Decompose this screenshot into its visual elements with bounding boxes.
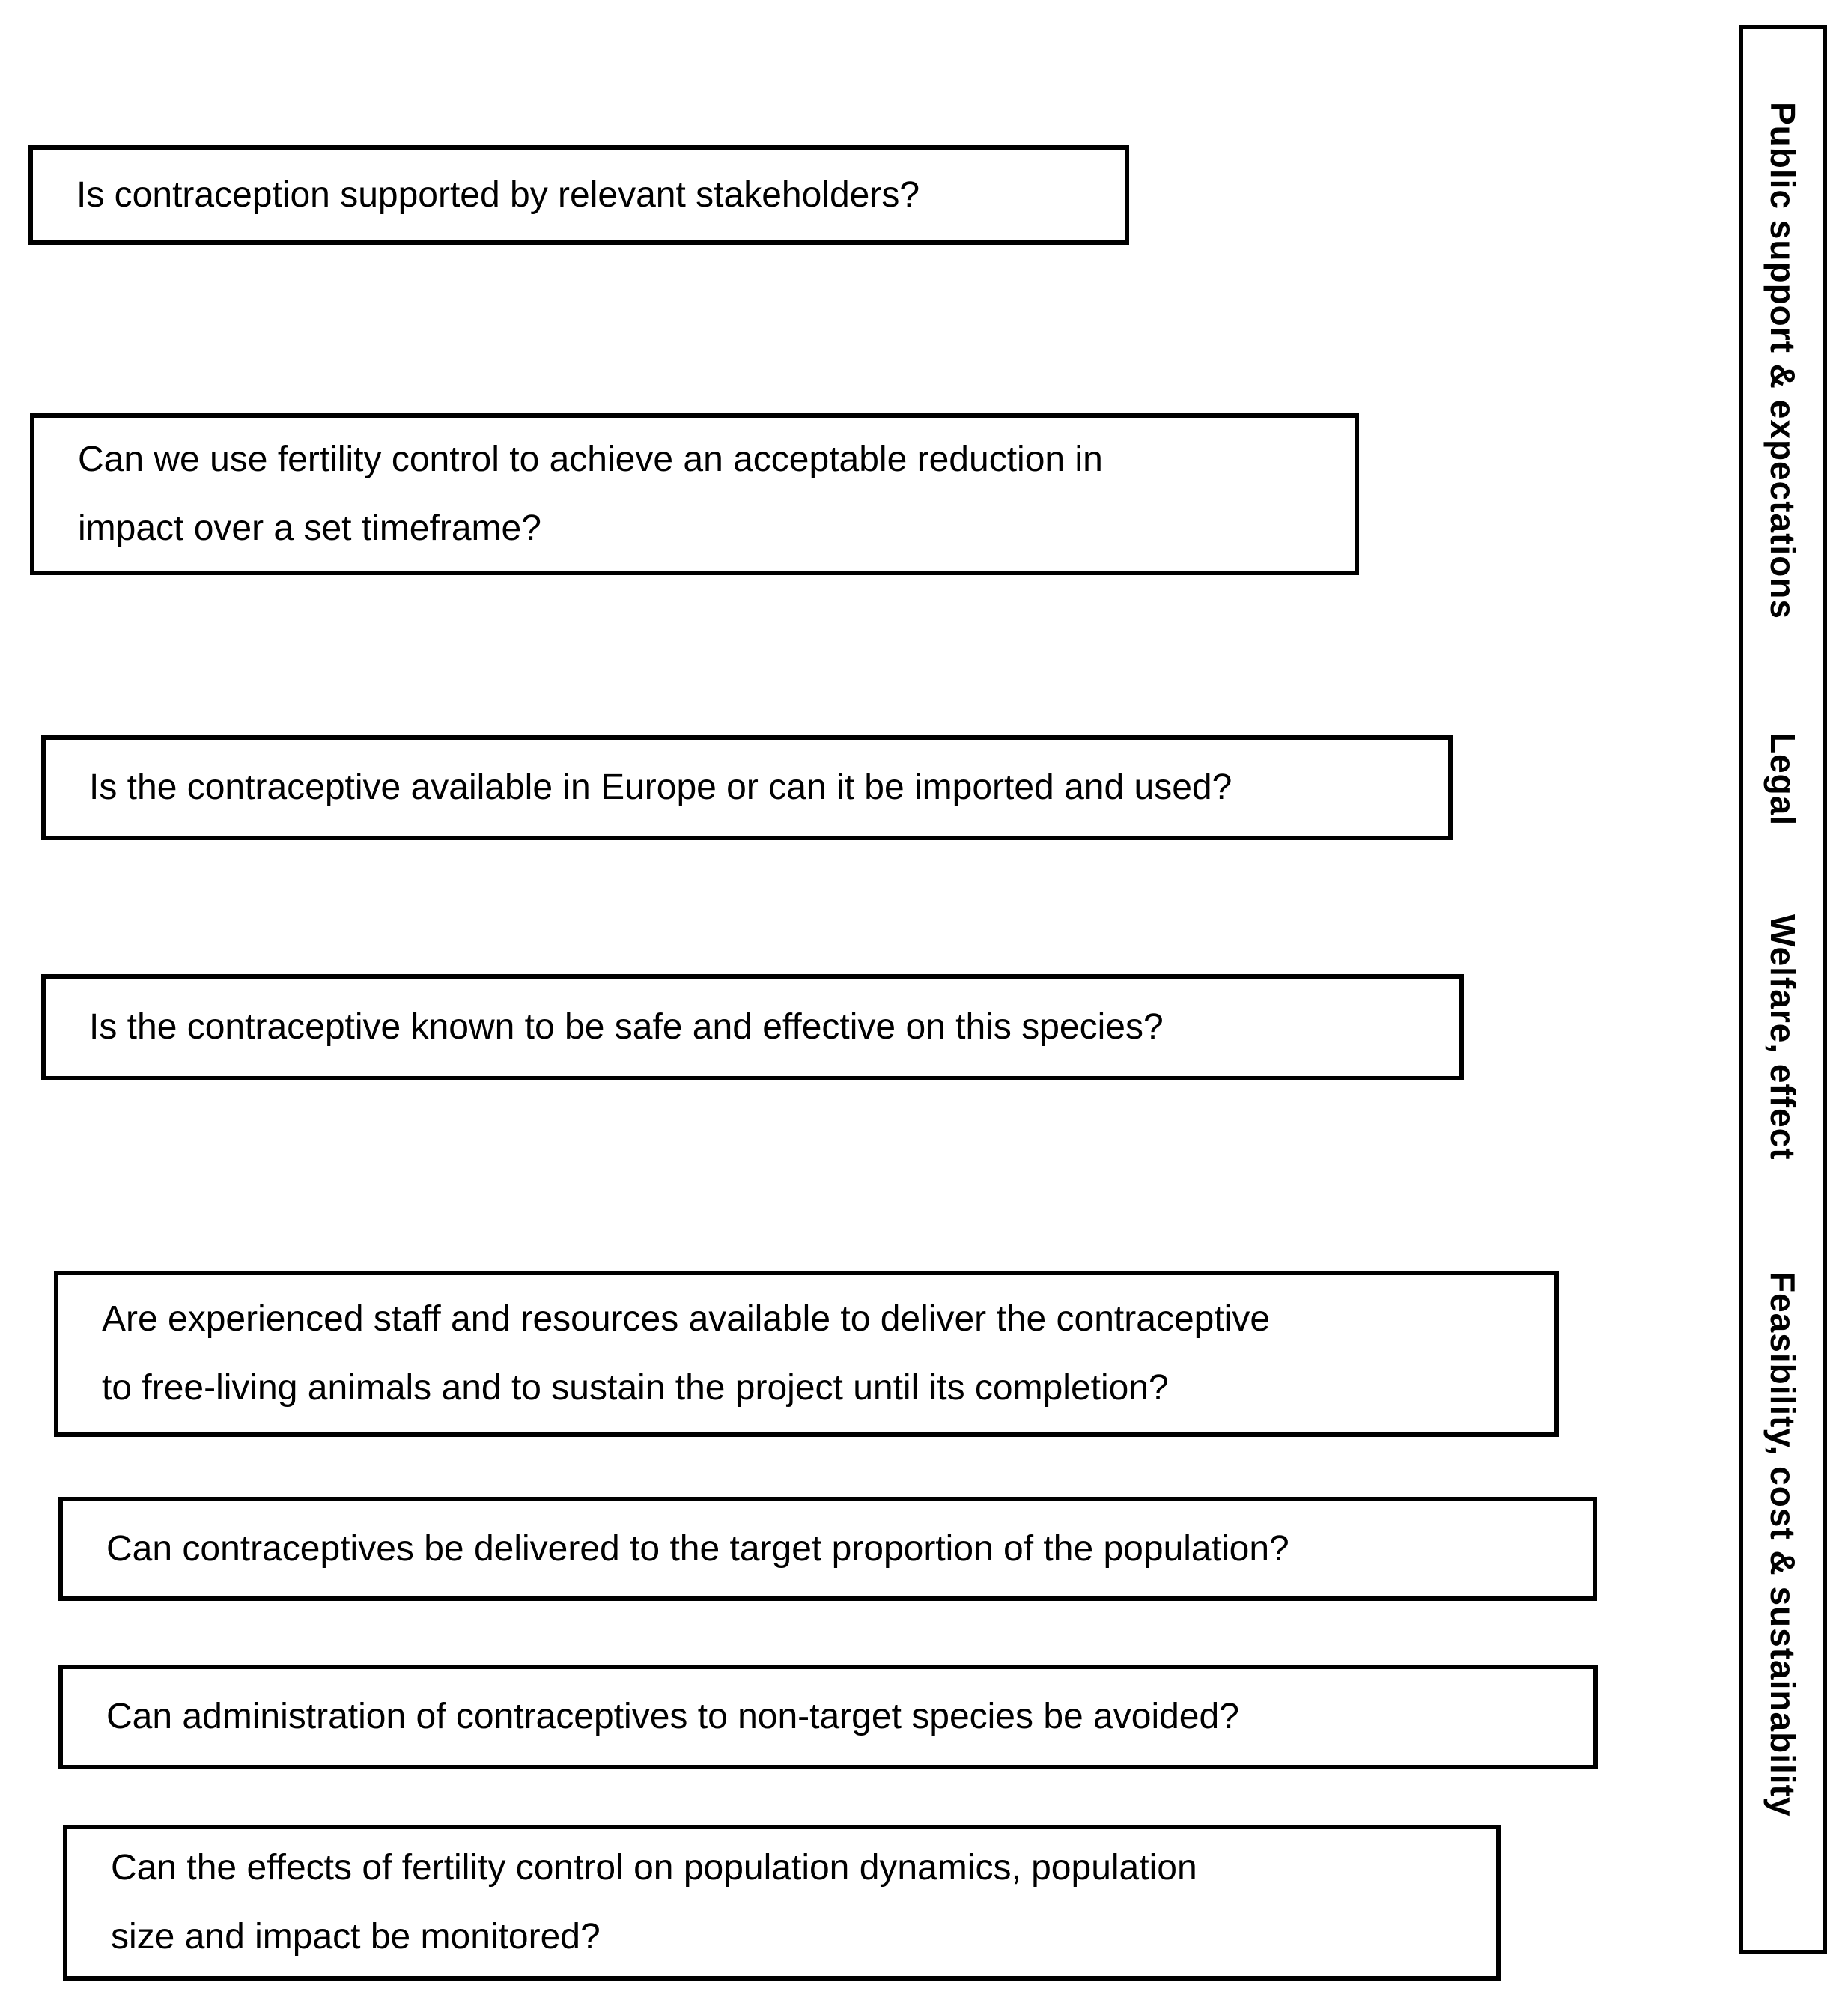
question-text: Can contraceptives be delivered to the t… xyxy=(106,1528,1289,1569)
category-label-feasibility: Feasibility, cost & sustainability xyxy=(1763,1271,1802,1817)
question-text: Is contraception supported by relevant s… xyxy=(76,174,920,215)
category-label-welfare-effect: Welfare, effect xyxy=(1763,914,1802,1161)
category-label-legal: Legal xyxy=(1763,732,1802,827)
question-box-staff-resources: Are experienced staff and resources avai… xyxy=(54,1271,1559,1437)
question-text-line-1: Can the effects of fertility control on … xyxy=(111,1848,1197,1888)
category-sidebar: Public support & expectations Legal Welf… xyxy=(1739,25,1827,1954)
question-text: Can administration of contraceptives to … xyxy=(106,1697,1239,1736)
question-text-line-2: size and impact be monitored? xyxy=(111,1917,601,1957)
question-text-line-2: impact over a set timeframe? xyxy=(78,508,541,548)
question-box-monitoring: Can the effects of fertility control on … xyxy=(63,1825,1501,1981)
question-box-target-proportion: Can contraceptives be delivered to the t… xyxy=(58,1497,1597,1601)
question-box-safe-effective: Is the contraceptive known to be safe an… xyxy=(41,974,1464,1080)
category-label-public-support: Public support & expectations xyxy=(1763,102,1802,619)
question-text-line-2: to free-living animals and to sustain th… xyxy=(102,1368,1169,1408)
question-box-availability-europe: Is the contraceptive available in Europe… xyxy=(41,735,1453,840)
question-box-acceptable-reduction: Can we use fertility control to achieve … xyxy=(30,413,1359,575)
question-text: Is the contraceptive available in Europe… xyxy=(89,768,1232,807)
question-text-line-1: Can we use fertility control to achieve … xyxy=(78,440,1103,479)
question-text-line-1: Are experienced staff and resources avai… xyxy=(102,1299,1271,1339)
question-box-non-target-species: Can administration of contraceptives to … xyxy=(58,1665,1598,1769)
question-box-stakeholder-support: Is contraception supported by relevant s… xyxy=(28,145,1129,245)
question-text: Is the contraceptive known to be safe an… xyxy=(89,1007,1164,1047)
